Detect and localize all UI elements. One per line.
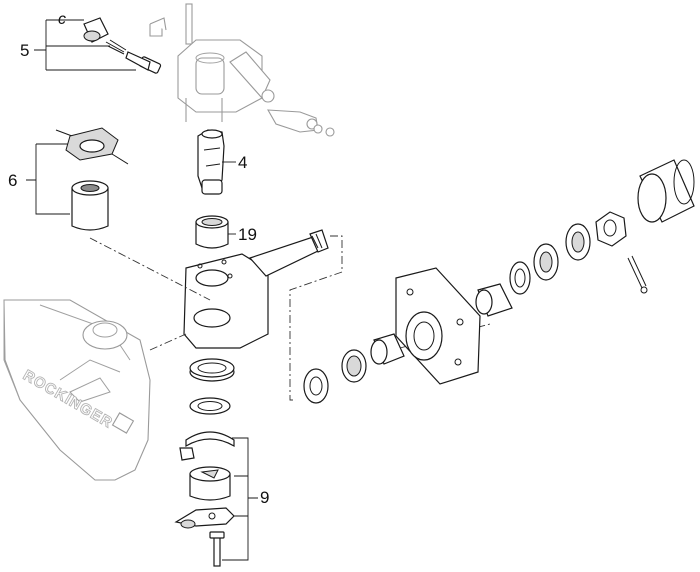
mounting-flange (395, 267, 481, 385)
clip-mark: c (58, 11, 66, 28)
front-bearing-ring (341, 349, 367, 383)
callout-6-label: 6 (8, 171, 17, 190)
right-shaft-assembly (303, 159, 695, 404)
callout-4-label: 4 (238, 153, 247, 172)
callout-5-leader (34, 19, 136, 71)
part-9-spring-clip-set (174, 431, 235, 567)
callout-5-label: 5 (20, 41, 29, 60)
part-4-coupling-pin (197, 129, 225, 195)
callout-9-label: 9 (260, 488, 269, 507)
flat-washer (189, 397, 231, 415)
jaw-fork-body (183, 229, 329, 349)
callout-9-leader (222, 437, 258, 561)
end-cap (637, 159, 695, 223)
spacer-sleeve (370, 333, 405, 365)
callout-6-leader (26, 143, 70, 215)
part-5-plunger-set (83, 17, 162, 74)
assembly-line-left (89, 237, 211, 351)
castle-nut (595, 211, 627, 247)
front-washer (303, 368, 329, 404)
bearing-ring (189, 358, 235, 382)
part-6-cam-bushing (55, 127, 129, 231)
washer-a (509, 261, 531, 295)
inner-sleeve (475, 283, 513, 317)
part-19-bushing (195, 215, 229, 249)
bearing-b (565, 223, 591, 261)
coupling-housing: ROCKINGER (3, 299, 151, 481)
assembly-line-shaft (289, 235, 491, 401)
cotter-pin (627, 255, 648, 294)
bearing-a (533, 243, 559, 281)
callout-19-label: 19 (238, 225, 257, 244)
upper-lock-assembly (149, 3, 335, 137)
